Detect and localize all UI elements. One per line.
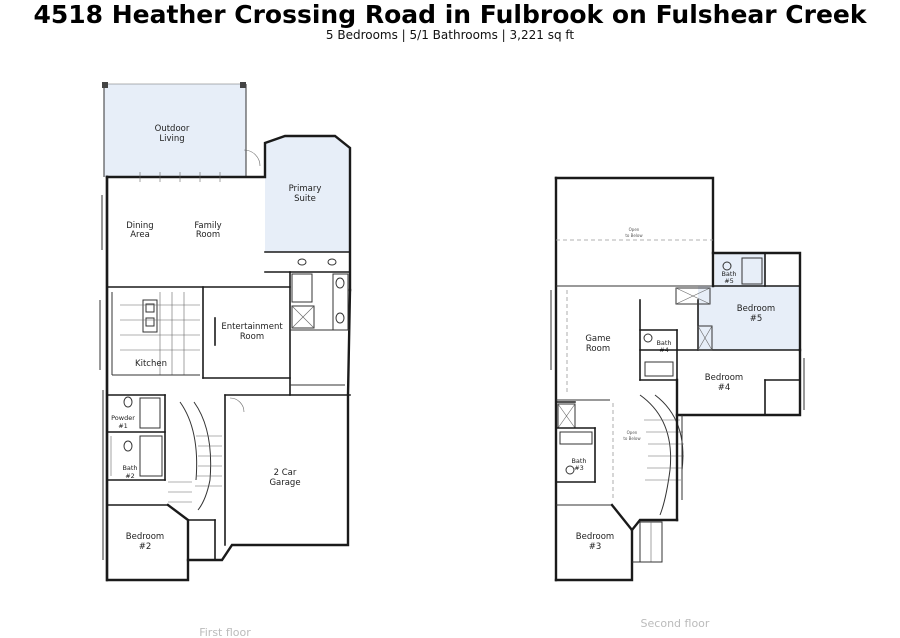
second-floor-plan: Open to Below Bath #5 Bedroom #5 Game Ro… [550, 176, 805, 630]
label-bedroom-2-2: #2 [139, 542, 152, 552]
label-powder-1: Powder [111, 414, 135, 422]
label-garage-2: Garage [269, 478, 300, 488]
page-subtitle: 5 Bedrooms | 5/1 Bathrooms | 3,221 sq ft [325, 28, 575, 42]
label-bedroom-4-2: #4 [718, 383, 731, 393]
label-bedroom-5-1: Bedroom [737, 304, 775, 314]
outdoor-living-area [104, 84, 246, 177]
label-garage-1: 2 Car [274, 468, 297, 478]
label-bath-2-2: #2 [125, 472, 135, 480]
label-primary-suite-1: Primary [289, 184, 322, 194]
label-open-to-below-1-2: to Below [625, 233, 643, 238]
first-floor-caption: First floor [199, 626, 251, 638]
label-powder-2: #1 [118, 422, 128, 430]
label-open-to-below-1-1: Open [629, 227, 640, 232]
label-open-to-below-2-1: Open [627, 430, 638, 435]
label-bath-4-2: #4 [659, 346, 669, 354]
label-bath-2-1: Bath [122, 464, 137, 472]
label-bath-5-1: Bath [721, 270, 736, 278]
label-kitchen: Kitchen [135, 359, 167, 369]
label-entertainment-room-1: Entertainment [221, 322, 283, 332]
label-dining-area-2: Area [130, 230, 150, 240]
label-bedroom-2-1: Bedroom [126, 532, 164, 542]
bedroom-5-area [698, 286, 800, 350]
label-open-to-below-2-2: to Below [623, 436, 641, 441]
label-entertainment-room-2: Room [240, 332, 264, 342]
label-bedroom-5-2: #5 [750, 314, 763, 324]
label-bath-4-1: Bath [656, 339, 671, 347]
label-outdoor-living-2: Living [159, 134, 184, 144]
label-game-room-1: Game [585, 334, 610, 344]
label-family-room-1: Family [194, 221, 221, 231]
label-bath-3-1: Bath [571, 457, 586, 465]
label-dining-area-1: Dining [126, 221, 153, 231]
label-outdoor-living-1: Outdoor [155, 124, 190, 134]
label-bath-5-2: #5 [724, 277, 734, 285]
label-game-room-2: Room [586, 344, 610, 354]
label-bath-3-2: #3 [574, 464, 584, 472]
second-floor-caption: Second floor [641, 617, 710, 630]
label-bedroom-3-1: Bedroom [576, 532, 614, 542]
page-title: 4518 Heather Crossing Road in Fulbrook o… [33, 0, 867, 29]
label-family-room-2: Room [196, 230, 220, 240]
primary-suite-area [265, 136, 350, 252]
label-primary-suite-2: Suite [294, 194, 316, 204]
label-bedroom-3-2: #3 [589, 542, 602, 552]
first-floor-plan: Outdoor Living Primary Suite Dining Area… [99, 82, 352, 638]
label-bedroom-4-1: Bedroom [705, 373, 743, 383]
